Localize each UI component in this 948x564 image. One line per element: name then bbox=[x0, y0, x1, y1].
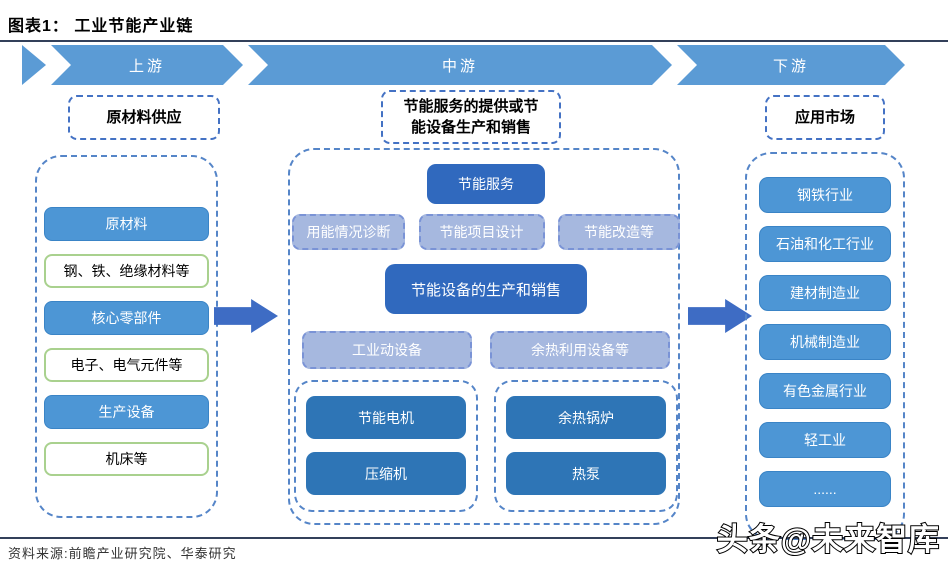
downstream-item-ellipsis: ...... bbox=[759, 471, 891, 507]
item-energy-saving-motor: 节能电机 bbox=[306, 396, 466, 439]
banner-segment-downstream: 下游 bbox=[677, 45, 905, 85]
category-industrial-power-equipment: 工业动设备 bbox=[302, 331, 472, 369]
downstream-item-steel: 钢铁行业 bbox=[759, 177, 891, 213]
midstream-header-box: 节能服务的提供或节 能设备生产和销售 bbox=[381, 90, 561, 144]
equipment-production-sales-box: 节能设备的生产和销售 bbox=[385, 264, 587, 314]
upstream-item-raw-materials: 原材料 bbox=[44, 207, 209, 241]
service-items-row: 用能情况诊断 节能项目设计 节能改造等 bbox=[292, 214, 680, 250]
upstream-item-electronics: 电子、电气元件等 bbox=[44, 348, 209, 382]
watermark-text: 头条@未来智库 bbox=[716, 521, 940, 558]
upstream-item-core-components: 核心零部件 bbox=[44, 301, 209, 335]
item-waste-heat-boiler: 余热锅炉 bbox=[506, 396, 666, 439]
top-rule-line bbox=[0, 40, 948, 42]
bottom-rule-line bbox=[0, 537, 948, 539]
item-heat-pump: 热泵 bbox=[506, 452, 666, 495]
upstream-item-machine-tools: 机床等 bbox=[44, 442, 209, 476]
downstream-item-nonferrous: 有色金属行业 bbox=[759, 373, 891, 409]
midstream-header-line1: 节能服务的提供或节 bbox=[403, 98, 539, 115]
upstream-header-box: 原材料供应 bbox=[68, 95, 220, 140]
energy-saving-service-box: 节能服务 bbox=[427, 164, 545, 204]
source-note: 资料来源:前瞻产业研究院、华泰研究 bbox=[8, 546, 237, 561]
downstream-item-petrochemical: 石油和化工行业 bbox=[759, 226, 891, 262]
midstream-to-downstream-arrow-icon bbox=[688, 299, 752, 333]
group-power-equipment: 节能电机 压缩机 bbox=[294, 380, 478, 512]
banner-lead-chevron-icon bbox=[22, 45, 46, 85]
upstream-container: 原材料 钢、铁、绝缘材料等 核心零部件 电子、电气元件等 生产设备 机床等 bbox=[35, 155, 218, 518]
group-waste-heat-equipment: 余热锅炉 热泵 bbox=[494, 380, 678, 512]
process-banner: 上游 中游 下游 bbox=[22, 45, 905, 85]
service-item-project-design: 节能项目设计 bbox=[418, 214, 545, 250]
equipment-groups: 节能电机 压缩机 余热锅炉 热泵 bbox=[294, 380, 678, 512]
upstream-to-midstream-arrow-icon bbox=[214, 299, 278, 333]
banner-segment-upstream: 上游 bbox=[51, 45, 243, 85]
upstream-item-production-equipment: 生产设备 bbox=[44, 395, 209, 429]
downstream-header-box: 应用市场 bbox=[765, 95, 885, 140]
figure-title: 图表1： 工业节能产业链 bbox=[8, 18, 194, 35]
equipment-category-row: 工业动设备 余热利用设备等 bbox=[302, 331, 670, 369]
service-item-retrofit: 节能改造等 bbox=[558, 214, 680, 250]
banner-segment-midstream: 中游 bbox=[248, 45, 672, 85]
upstream-item-steel-iron: 钢、铁、绝缘材料等 bbox=[44, 254, 209, 288]
midstream-header-line2: 能设备生产和销售 bbox=[410, 119, 531, 136]
downstream-item-building-materials: 建材制造业 bbox=[759, 275, 891, 311]
downstream-container: 钢铁行业 石油和化工行业 建材制造业 机械制造业 有色金属行业 轻工业 ....… bbox=[745, 152, 905, 540]
downstream-item-light-industry: 轻工业 bbox=[759, 422, 891, 458]
midstream-container: 节能服务 用能情况诊断 节能项目设计 节能改造等 节能设备的生产和销售 工业动设… bbox=[288, 148, 680, 525]
downstream-item-machinery: 机械制造业 bbox=[759, 324, 891, 360]
service-item-diagnosis: 用能情况诊断 bbox=[292, 214, 405, 250]
item-compressor: 压缩机 bbox=[306, 452, 466, 495]
category-waste-heat-equipment: 余热利用设备等 bbox=[490, 331, 670, 369]
